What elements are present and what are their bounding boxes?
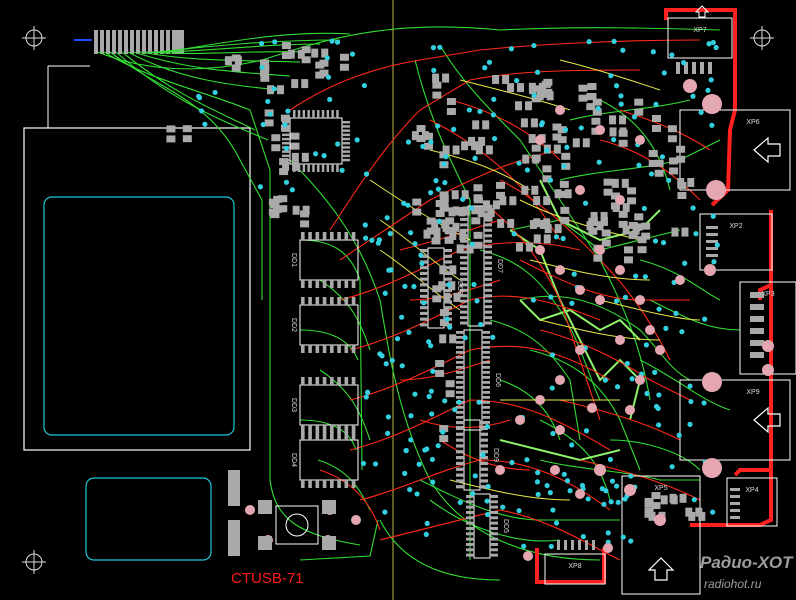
watermark-url: radiohot.ru [704, 577, 762, 591]
battery-pad [228, 520, 240, 556]
ic-label: DD9 [492, 448, 499, 462]
connector-label: XP2 [729, 223, 742, 230]
ic-label: DD8 [456, 281, 463, 295]
ic-dd8: DD8 [420, 247, 463, 329]
connector-label: XP9 [746, 389, 759, 396]
mounting-holes [245, 79, 774, 561]
flex-connector [94, 30, 184, 54]
ic-dd4: DD4 [290, 432, 359, 488]
ic-label: DD3 [290, 398, 297, 412]
arrow-up-icon [694, 5, 710, 18]
ic-dd2: DD2 [290, 297, 359, 353]
ic-label: DD2 [290, 318, 297, 332]
ic-dd3: DD3 [290, 377, 359, 433]
connector-label: XP8 [568, 563, 581, 570]
connector-xp2: XP2 [699, 213, 773, 271]
watermark-title: Радио-ХОТ [700, 553, 794, 572]
crosshair-icon [750, 26, 774, 50]
connector-label: XP6 [746, 119, 759, 126]
connector-label: XP5 [654, 485, 667, 492]
usb-pads [557, 62, 764, 550]
ic-label: DD4 [290, 453, 297, 467]
ic-label: DD6 [494, 373, 501, 387]
crosshair-icon [22, 26, 46, 50]
connector-xp9: XP9 [679, 379, 791, 461]
connector-label: XP4 [745, 487, 758, 494]
connector-xp7: XP7 [667, 5, 733, 59]
connector-label: XP3 [761, 291, 774, 298]
arrow-left-icon [753, 136, 781, 164]
arrow-up-icon [647, 557, 675, 581]
ic-dd1: DD1 [290, 232, 359, 288]
connector-label: XP7 [693, 27, 706, 34]
ic-dd9: DD9 [456, 419, 499, 491]
connector-xp8: XP8 [544, 553, 606, 585]
lower-window-outline [85, 477, 212, 561]
lcd-window-outline [43, 196, 235, 436]
battery-pad [228, 470, 240, 506]
vias [196, 38, 720, 550]
ic-dd5: DD5 [466, 493, 509, 559]
arrow-left-icon [753, 406, 781, 434]
tact-switch [258, 500, 336, 550]
ic-label: DD1 [290, 253, 297, 267]
ic-label: DD7 [496, 259, 503, 273]
connector-xp4: XP4 [726, 477, 778, 527]
ic-label: DD5 [502, 519, 509, 533]
lcd-module-outline [23, 127, 251, 451]
crosshair-icon [22, 550, 46, 574]
board-name-label: CTUSB-71 [231, 570, 304, 587]
